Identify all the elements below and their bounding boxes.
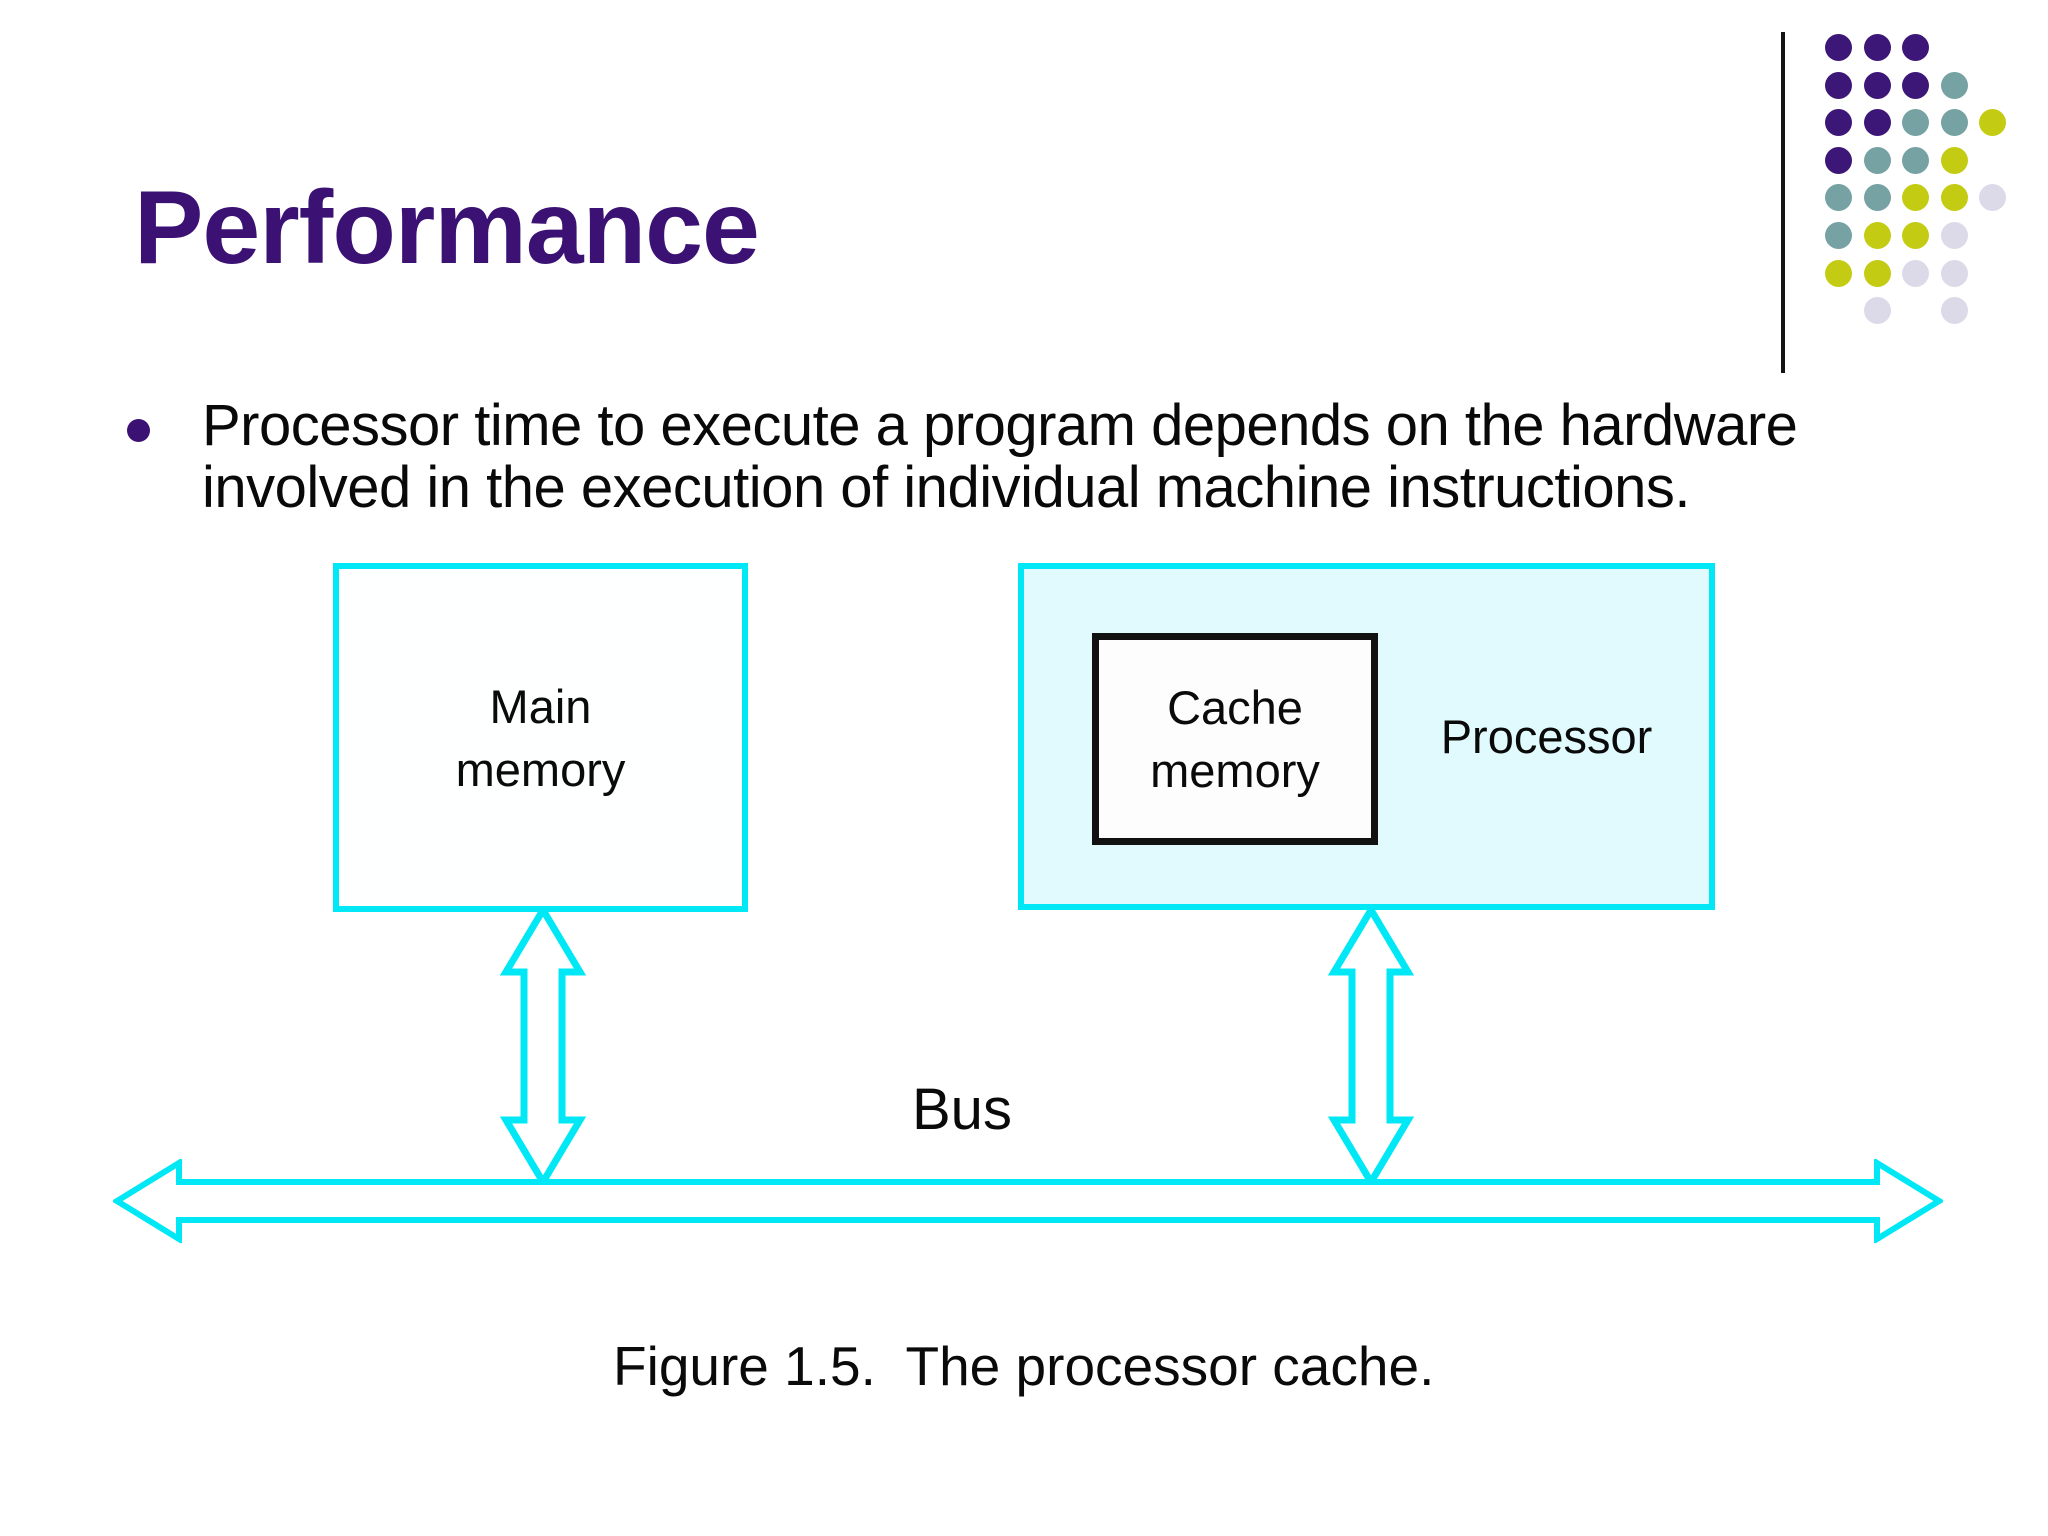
decor-dot: [1863, 184, 1891, 212]
cache-memory-label-line-1: Cache: [1167, 681, 1303, 734]
decor-dot: [1902, 34, 1929, 61]
processor-box: Cache memory Processor: [1018, 563, 1715, 910]
processor-label: Processor: [1440, 710, 1653, 763]
bullet-text-line-1: Processor time to execute a program depe…: [202, 393, 1798, 458]
decor-dot: [1940, 146, 1968, 174]
decor-dot: [1863, 146, 1891, 174]
bus-arrow-icon: [113, 1159, 1943, 1243]
bullet-icon: [127, 419, 150, 442]
decor-dot: [1979, 109, 2006, 137]
decor-dot: [1979, 184, 2006, 212]
decor-dot: [1863, 297, 1891, 325]
decor-dot: [1825, 259, 1852, 287]
decor-dot: [1825, 109, 1852, 137]
page-title: Performance: [134, 170, 760, 286]
main-memory-label-line-1: Main: [489, 679, 592, 733]
main-memory-box: Main memory: [333, 563, 748, 912]
decor-dot: [1825, 222, 1852, 249]
decor-dot: [1863, 259, 1891, 287]
decor-dot: [1940, 259, 1968, 287]
decor-dot: [1863, 71, 1891, 99]
bullet-text: Processor time to execute a program depe…: [202, 393, 1798, 520]
decor-dot: [1940, 109, 1968, 137]
decor-dot: [1940, 222, 1968, 249]
decor-dot: [1940, 297, 1968, 325]
decor-dot: [1902, 259, 1929, 287]
main-memory-bus-arrow-icon: [499, 906, 587, 1186]
bus-label: Bus: [912, 1077, 1012, 1142]
decor-dot: [1825, 146, 1852, 174]
cache-memory-box: Cache memory: [1092, 633, 1378, 845]
cache-memory-label-line-2: memory: [1150, 744, 1320, 797]
bullet-text-line-2: involved in the execution of individual …: [202, 455, 1691, 520]
decor-dot: [1825, 34, 1852, 61]
cache-memory-label: Cache memory: [1150, 676, 1320, 802]
decor-dot: [1863, 222, 1891, 249]
decor-dot: [1940, 71, 1968, 99]
decor-dot: [1902, 184, 1929, 212]
main-memory-label: Main memory: [456, 675, 626, 801]
figure-caption: Figure 1.5. The processor cache.: [613, 1335, 1435, 1397]
decor-dot: [1863, 109, 1891, 137]
decor-dot: [1902, 109, 1929, 137]
decor-dot: [1825, 184, 1852, 212]
decor-vertical-line: [1781, 32, 1785, 373]
main-memory-label-line-2: memory: [455, 742, 626, 796]
decor-dot: [1825, 71, 1852, 99]
decor-dot: [1902, 146, 1929, 174]
decor-dot: [1940, 184, 1968, 212]
decor-dot: [1902, 222, 1929, 249]
decor-dot: [1902, 71, 1929, 99]
decor-dot: [1863, 34, 1891, 61]
processor-bus-arrow-icon: [1327, 906, 1415, 1186]
